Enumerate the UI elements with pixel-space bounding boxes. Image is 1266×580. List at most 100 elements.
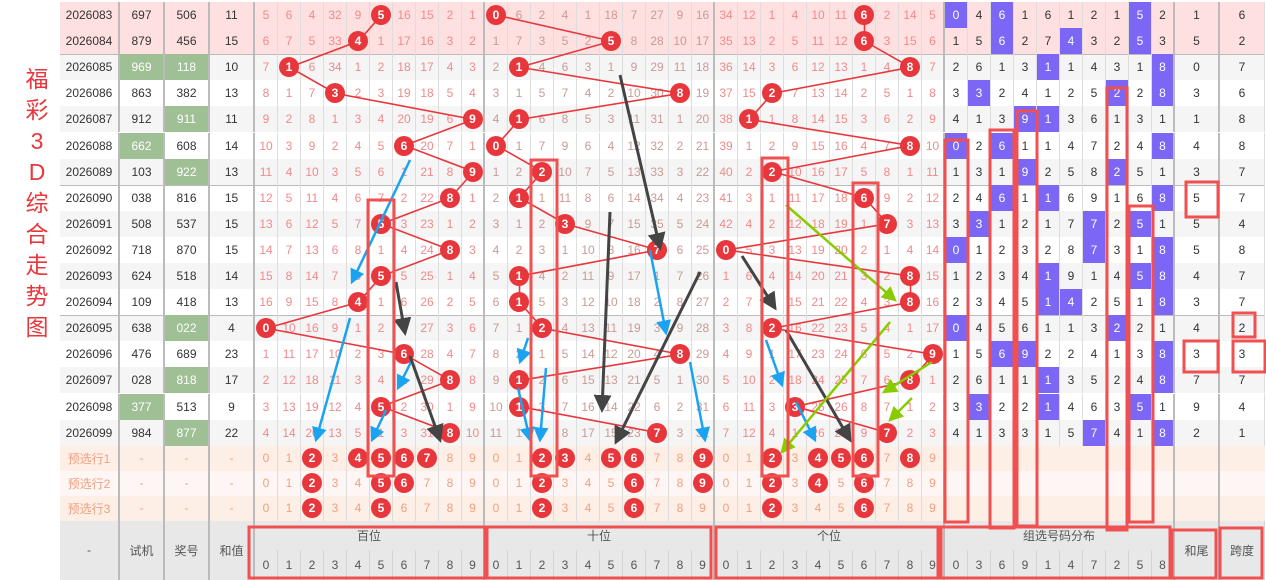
selected-ball[interactable]: 2 (532, 498, 552, 519)
selected-ball[interactable]: 5 (601, 448, 621, 469)
unselected-digit[interactable]: 3 (791, 501, 799, 516)
preselect-tens-digit[interactable]: 0 (485, 470, 508, 496)
selected-ball[interactable]: 9 (692, 448, 713, 469)
preselect-tens-digit[interactable]: 7 (646, 445, 669, 471)
unselected-digit[interactable]: 1 (285, 451, 293, 466)
unselected-digit[interactable]: 9 (929, 451, 936, 466)
preselect-hundreds-digit[interactable]: 9 (462, 470, 485, 496)
preselect-hundreds-digit[interactable]: 0 (255, 495, 278, 521)
preselect-tens-digit[interactable]: 1 (508, 495, 531, 521)
preselect-tens-digit[interactable]: 9 (692, 495, 715, 521)
unselected-digit[interactable]: 4 (584, 451, 592, 466)
unselected-digit[interactable]: 0 (262, 476, 270, 491)
unselected-digit[interactable]: 9 (699, 501, 706, 516)
preselect-hundreds-digit[interactable]: 2 (301, 470, 324, 496)
preselect-units-digit[interactable]: 6 (853, 445, 876, 471)
unselected-digit[interactable]: 1 (515, 451, 523, 466)
unselected-digit[interactable]: 8 (446, 451, 454, 466)
preselect-tens-digit[interactable]: 0 (485, 445, 508, 471)
preselect-hundreds-digit[interactable]: 7 (416, 470, 439, 496)
selected-ball[interactable]: 2 (762, 473, 782, 494)
preselect-tens-digit[interactable]: 8 (669, 470, 692, 496)
unselected-digit[interactable]: 3 (331, 476, 339, 491)
unselected-digit[interactable]: 8 (676, 476, 684, 491)
unselected-digit[interactable]: 8 (446, 476, 454, 491)
preselect-hundreds-digit[interactable]: 3 (324, 495, 347, 521)
unselected-digit[interactable]: 4 (814, 501, 822, 516)
unselected-digit[interactable]: 5 (837, 501, 845, 516)
preselect-tens-digit[interactable]: 3 (554, 445, 577, 471)
unselected-digit[interactable]: 3 (561, 501, 569, 516)
preselect-tens-digit[interactable]: 2 (531, 445, 554, 471)
unselected-digit[interactable]: 3 (561, 476, 569, 491)
preselect-hundreds-digit[interactable]: 1 (278, 470, 301, 496)
preselect-hundreds-digit[interactable]: 5 (370, 445, 393, 471)
unselected-digit[interactable]: 9 (929, 476, 936, 491)
preselect-tens-digit[interactable]: 9 (692, 470, 715, 496)
preselect-units-digit[interactable]: 9 (922, 445, 945, 471)
preselect-hundreds-digit[interactable]: 8 (439, 445, 462, 471)
unselected-digit[interactable]: 7 (423, 501, 431, 516)
preselect-units-digit[interactable]: 6 (853, 470, 876, 496)
selected-ball[interactable]: 5 (371, 498, 391, 519)
selected-ball[interactable]: 9 (692, 473, 713, 494)
preselect-units-digit[interactable]: 0 (715, 445, 738, 471)
preselect-tens-digit[interactable]: 8 (669, 445, 692, 471)
unselected-digit[interactable]: 8 (446, 501, 454, 516)
preselect-tens-digit[interactable]: 5 (600, 445, 623, 471)
unselected-digit[interactable]: 8 (676, 451, 684, 466)
selected-ball[interactable]: 6 (854, 448, 874, 469)
preselect-units-digit[interactable]: 3 (784, 445, 807, 471)
unselected-digit[interactable]: 7 (653, 451, 661, 466)
unselected-digit[interactable]: 7 (883, 476, 891, 491)
unselected-digit[interactable]: 7 (883, 451, 891, 466)
preselect-tens-digit[interactable]: 6 (623, 470, 646, 496)
preselect-tens-digit[interactable]: 4 (577, 470, 600, 496)
preselect-units-digit[interactable]: 7 (876, 470, 899, 496)
preselect-units-digit[interactable]: 1 (738, 470, 761, 496)
preselect-units-digit[interactable]: 5 (830, 470, 853, 496)
unselected-digit[interactable]: 3 (791, 476, 799, 491)
unselected-digit[interactable]: 1 (745, 501, 753, 516)
selected-ball[interactable]: 6 (394, 448, 414, 469)
unselected-digit[interactable]: 0 (722, 451, 730, 466)
preselect-units-digit[interactable]: 7 (876, 495, 899, 521)
preselect-hundreds-digit[interactable]: 4 (347, 470, 370, 496)
preselect-units-digit[interactable]: 2 (761, 495, 784, 521)
selected-ball[interactable]: 6 (854, 473, 874, 494)
unselected-digit[interactable]: 3 (791, 451, 799, 466)
preselect-tens-digit[interactable]: 9 (692, 445, 715, 471)
preselect-hundreds-digit[interactable]: 7 (416, 495, 439, 521)
preselect-tens-digit[interactable]: 7 (646, 495, 669, 521)
unselected-digit[interactable]: 0 (262, 451, 270, 466)
selected-ball[interactable]: 6 (624, 498, 644, 519)
selected-ball[interactable]: 7 (417, 448, 437, 469)
unselected-digit[interactable]: 0 (492, 451, 500, 466)
unselected-digit[interactable]: 4 (354, 501, 362, 516)
unselected-digit[interactable]: 8 (676, 501, 684, 516)
unselected-digit[interactable]: 4 (584, 476, 592, 491)
preselect-tens-digit[interactable]: 2 (531, 470, 554, 496)
unselected-digit[interactable]: 6 (400, 501, 408, 516)
selected-ball[interactable]: 2 (762, 448, 782, 469)
selected-ball[interactable]: 4 (808, 473, 828, 494)
selected-ball[interactable]: 3 (555, 448, 575, 469)
preselect-hundreds-digit[interactable]: 5 (370, 495, 393, 521)
unselected-digit[interactable]: 1 (285, 501, 293, 516)
preselect-units-digit[interactable]: 8 (899, 470, 922, 496)
preselect-tens-digit[interactable]: 7 (646, 470, 669, 496)
preselect-tens-digit[interactable]: 0 (485, 495, 508, 521)
preselect-units-digit[interactable]: 0 (715, 470, 738, 496)
preselect-units-digit[interactable]: 1 (738, 445, 761, 471)
unselected-digit[interactable]: 8 (906, 476, 914, 491)
selected-ball[interactable]: 2 (302, 448, 322, 469)
selected-ball[interactable]: 2 (532, 473, 552, 494)
preselect-hundreds-digit[interactable]: 3 (324, 470, 347, 496)
preselect-units-digit[interactable]: 1 (738, 495, 761, 521)
unselected-digit[interactable]: 7 (653, 501, 661, 516)
selected-ball[interactable]: 2 (532, 448, 552, 469)
preselect-tens-digit[interactable]: 1 (508, 445, 531, 471)
preselect-units-digit[interactable]: 2 (761, 470, 784, 496)
unselected-digit[interactable]: 1 (745, 476, 753, 491)
preselect-hundreds-digit[interactable]: 0 (255, 470, 278, 496)
